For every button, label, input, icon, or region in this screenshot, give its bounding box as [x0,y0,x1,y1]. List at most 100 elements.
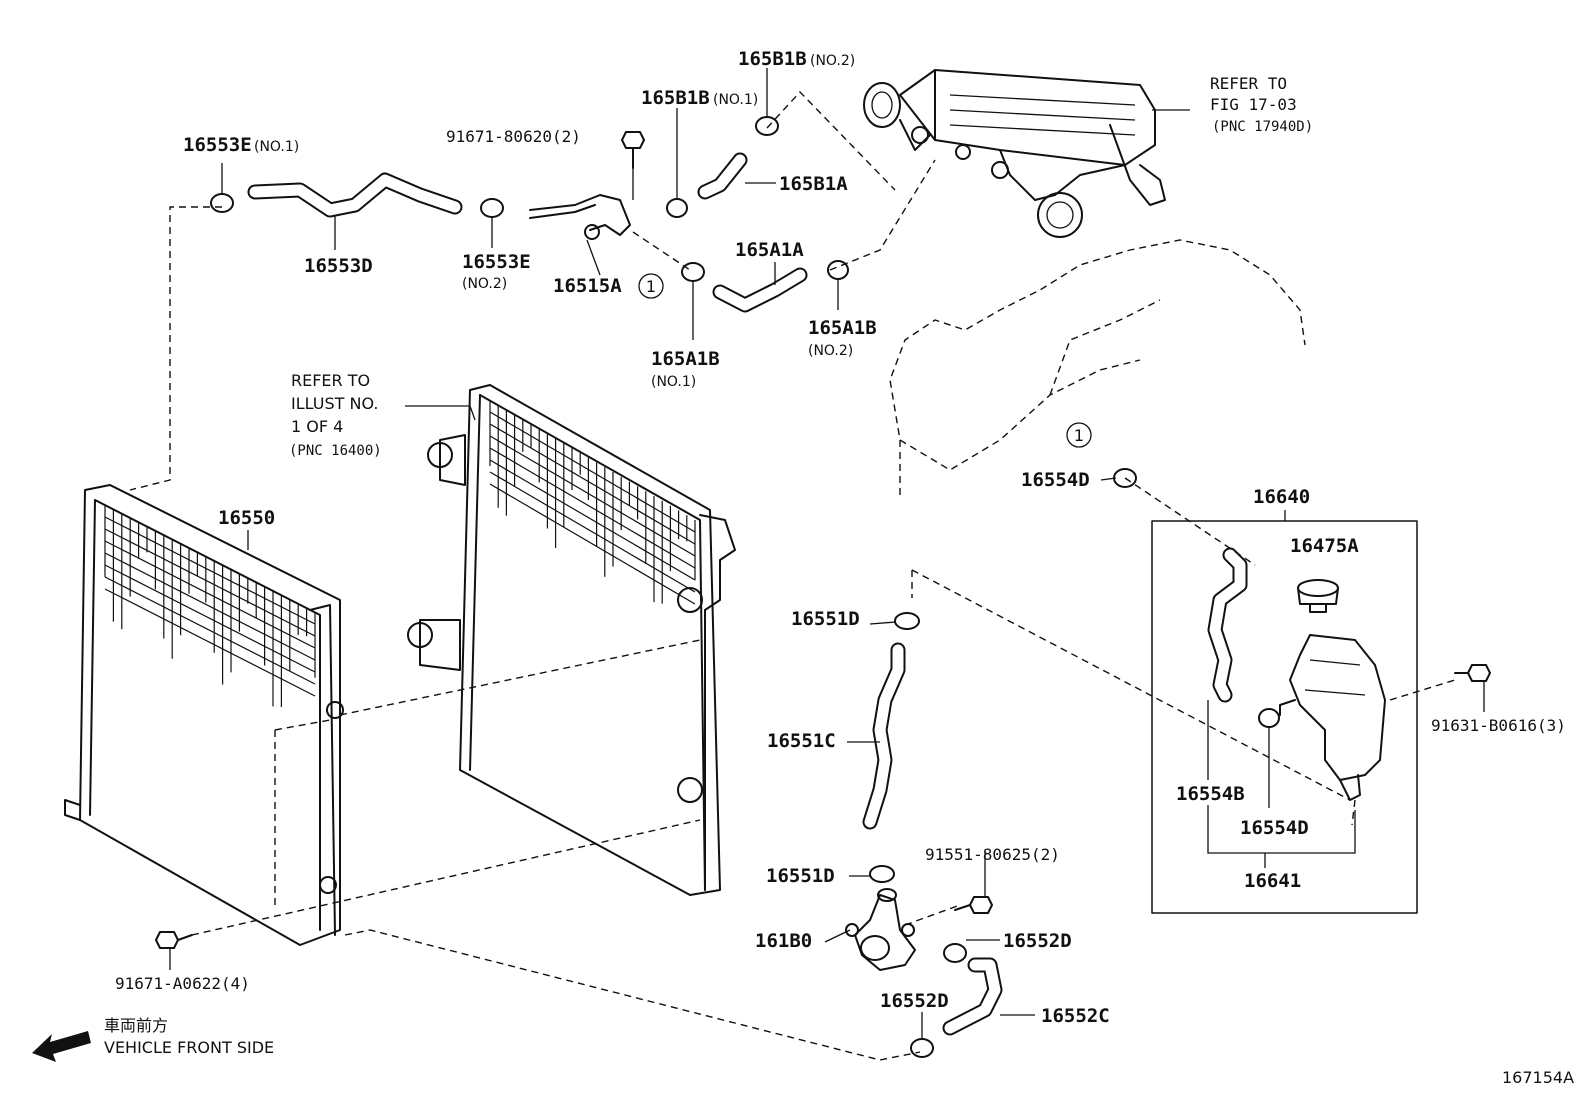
note-16553E-no1: (NO.1) [254,139,299,155]
note-165A1B-no2: (NO.2) [808,343,853,359]
label-16554D-box: 16554D [1240,817,1309,839]
radiator-fin-row [104,588,316,697]
radiator-fin-row [489,483,696,605]
ref-fig-17-03: REFER TO FIG 17-03 (PNC 17940D) [1210,74,1313,135]
label-165B1A: 165B1A [779,173,848,195]
radiator-fin-row [489,459,696,581]
label-16552D-bottom: 16552D [880,990,949,1012]
label-16552C: 16552C [1041,1005,1110,1027]
label-16553D: 16553D [304,255,373,277]
svg-text:1 OF 4: 1 OF 4 [291,417,343,436]
bolt-91631-B0616-icon [1454,664,1491,682]
radiator-core-rear [407,384,736,896]
label-16475A: 16475A [1290,535,1359,557]
label-165A1B-no1: 165A1B [651,348,720,370]
label-16640: 16640 [1253,486,1310,508]
bolt-icons [155,131,1491,949]
label-16553E-no1: 16553E [183,134,252,156]
reservoir-tank-16641 [1279,579,1386,801]
front-label-jp: 車両前方 [104,1016,168,1035]
note-165B1B-no2: (NO.2) [810,53,855,69]
radiator-fin-row [489,423,696,545]
hose-165A1A [712,267,808,313]
svg-text:REFER TO: REFER TO [291,371,370,390]
radiator-fin-row [489,435,696,557]
label-165A1A: 165A1A [735,239,804,261]
front-arrow-icon [32,1031,91,1062]
hose-16551C [862,642,906,830]
reservoir-cap-16475A [1297,579,1339,613]
label-16551D-bottom: 16551D [766,865,835,887]
radiator-fin-row [104,552,316,661]
clamp-16553E-no1-icon [210,193,234,213]
label-91671-A0622: 91671-A0622(4) [115,974,250,993]
bolt-91551-80625-icon [954,896,993,914]
label-165B1B-no2: 165B1B [738,48,807,70]
label-16554D-top: 16554D [1021,469,1090,491]
svg-text:(PNC 17940D): (PNC 17940D) [1212,119,1313,135]
vehicle-front-indicator: 車両前方 VEHICLE FRONT SIDE [32,1016,274,1062]
clamp-16554D-box-icon [1258,708,1280,728]
radiator-fins-16550 [104,505,316,708]
hose-16552C [942,957,1003,1036]
illustration-code: 167154A [1502,1068,1574,1087]
leader-lines [169,68,1485,1040]
label-165B1B-no1: 165B1B [641,87,710,109]
bolt-91671-80620-icon [621,131,645,169]
part-labels: 16553E (NO.1) 16553D 16553E (NO.2) 91671… [115,48,1566,1027]
clamp-16552D-bottom-icon [910,1038,934,1058]
radiator-fin-row [489,411,696,533]
clamp-165B1B-no2-icon [755,116,779,136]
radiator-fin-row [104,516,316,625]
radiator-fin-row [489,447,696,569]
label-161B0: 161B0 [755,930,812,952]
clamp-16552D-right-icon [943,943,967,963]
label-16641: 16641 [1244,870,1301,892]
hose-165B1A [697,152,748,200]
svg-text:FIG 17-03: FIG 17-03 [1210,95,1297,114]
front-label-en: VEHICLE FRONT SIDE [104,1038,274,1057]
radiator-fin-row [489,471,696,593]
label-16553E-no2: 16553E [462,251,531,273]
radiator-fins-rear [489,400,696,605]
engine-outline [889,239,1306,495]
label-16552D-right: 16552D [1003,930,1072,952]
radiator-fin-row [104,564,316,673]
svg-text:1: 1 [646,277,656,296]
svg-text:REFER TO: REFER TO [1210,74,1287,93]
svg-text:ILLUST NO.: ILLUST NO. [291,394,378,413]
hose-16554B [1207,547,1248,703]
label-91671-80620: 91671-80620(2) [446,127,581,146]
clamp-165A1B-no2-icon [827,260,849,280]
pipe-16515A [529,194,631,240]
clamp-16551D-top-icon [894,612,920,630]
label-91551-80625: 91551-80625(2) [925,845,1060,864]
radiator-fin-row [104,540,316,649]
note-165A1B-no1: (NO.1) [651,374,696,390]
label-165A1B-no2: 165A1B [808,317,877,339]
radiator-fin-row [104,576,316,685]
intercooler-assembly [863,69,1166,238]
label-91631-B0616: 91631-B0616(3) [1431,716,1566,735]
label-16551D-top: 16551D [791,608,860,630]
clamp-16551D-bottom-icon [869,865,895,883]
label-16515A: 16515A [553,275,622,297]
note-165B1B-no1: (NO.1) [713,92,758,108]
bolt-91671-A0622-icon [155,931,193,949]
circle-marker-1: 1 [638,273,664,299]
ref-illust-no: REFER TO ILLUST NO. 1 OF 4 (PNC 16400) [289,371,382,459]
circle-marker-1-engine: 1 [1066,422,1092,448]
hose-16553D [247,172,463,218]
clamp-165A1B-no1-icon [681,262,705,282]
svg-text:1: 1 [1074,426,1084,445]
radiator-16550 [64,484,344,946]
label-16551C: 16551C [767,730,836,752]
radiator-fin-row [104,528,316,637]
note-16553E-no2: (NO.2) [462,276,507,292]
water-pump-161B0 [845,888,916,971]
clamp-16553E-no2-icon [480,198,504,218]
connection-lines [129,90,1456,1061]
label-16550: 16550 [218,507,275,529]
clamp-165B1B-no1-icon [666,198,688,218]
